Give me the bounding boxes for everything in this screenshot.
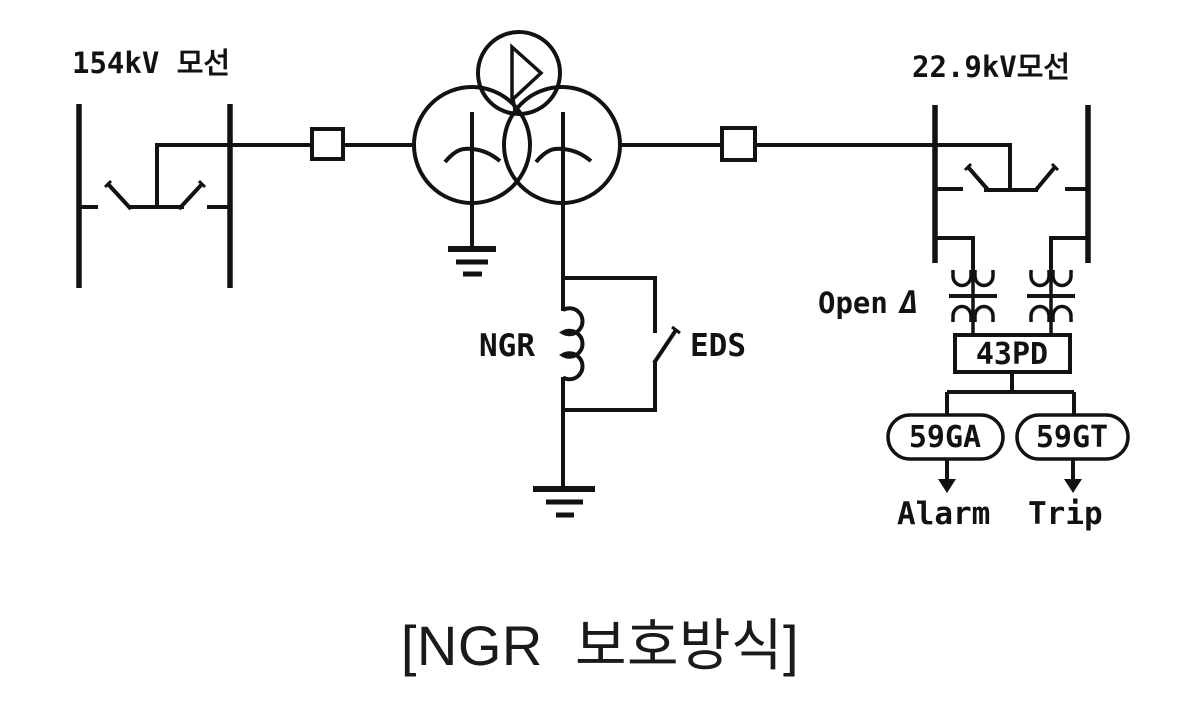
tx-tertiary-circle [476, 30, 562, 116]
ngr-eds-branch [558, 276, 681, 488]
bus-hv-label: 154kV 모선 [72, 46, 230, 80]
diagram-caption: [NGR 보호방식] [400, 614, 800, 677]
ngr-coil-icon [558, 306, 585, 382]
hv-disconnect-tick-left [103, 179, 113, 189]
eds-switch-blade-icon [652, 328, 678, 365]
relay-43pd-label: 43PD [976, 337, 1048, 372]
lv-breaker-box-icon [720, 126, 757, 162]
primary-neutral-ground-icon [448, 246, 496, 277]
alarm-arrow-down-icon [938, 479, 956, 493]
pt-primary-winding-icon [1029, 270, 1073, 288]
pt-secondary-winding-icon [951, 304, 995, 322]
relay-59gt-label: 59GT [1036, 420, 1108, 455]
pt-open-delta-left-icon [949, 270, 997, 336]
relay-chain [886, 333, 1130, 493]
hv-disconnect-blade-left-icon [106, 182, 133, 211]
lv-bus-section [755, 105, 1091, 272]
ngr-ground-icon [533, 486, 595, 518]
lv-disconnect-blade-left-icon [966, 165, 991, 193]
pt-secondary-winding-icon [1029, 304, 1073, 322]
delta-glyph: Δ [898, 285, 919, 321]
ngr-label: NGR [479, 328, 535, 364]
delta-winding-symbol-icon [510, 43, 544, 105]
relay-43pd-box [953, 333, 1072, 374]
wye-primary-arms-icon [443, 146, 502, 164]
alarm-label: Alarm [897, 496, 990, 532]
lv-disconnect-tick-right [1050, 162, 1060, 172]
trip-arrow-down-icon [1064, 479, 1082, 493]
eds-label: EDS [690, 328, 746, 364]
open-label-text: Open [818, 286, 888, 320]
lv-disconnect-tick-left [963, 162, 973, 172]
wye-secondary-arms-icon [534, 146, 593, 164]
pt-primary-winding-icon [951, 270, 995, 288]
transformer-3winding-icon [412, 30, 622, 311]
pt-open-delta-right-icon [1027, 270, 1075, 336]
trip-label: Trip [1028, 496, 1103, 532]
eds-switch-tick [671, 325, 681, 335]
bus-lv-label: 22.9kV모선 [912, 50, 1070, 84]
open-delta-label: Open Δ [818, 285, 919, 321]
hv-bus-section [76, 104, 314, 288]
relay-59ga-label: 59GA [909, 420, 981, 455]
hv-breaker-box-icon [310, 127, 345, 161]
lv-disconnect-blade-right-icon [1033, 165, 1057, 193]
hv-disconnect-tick-right [197, 179, 207, 189]
hv-disconnect-blade-right-icon [177, 182, 204, 211]
delta-tail-wire [511, 98, 517, 111]
